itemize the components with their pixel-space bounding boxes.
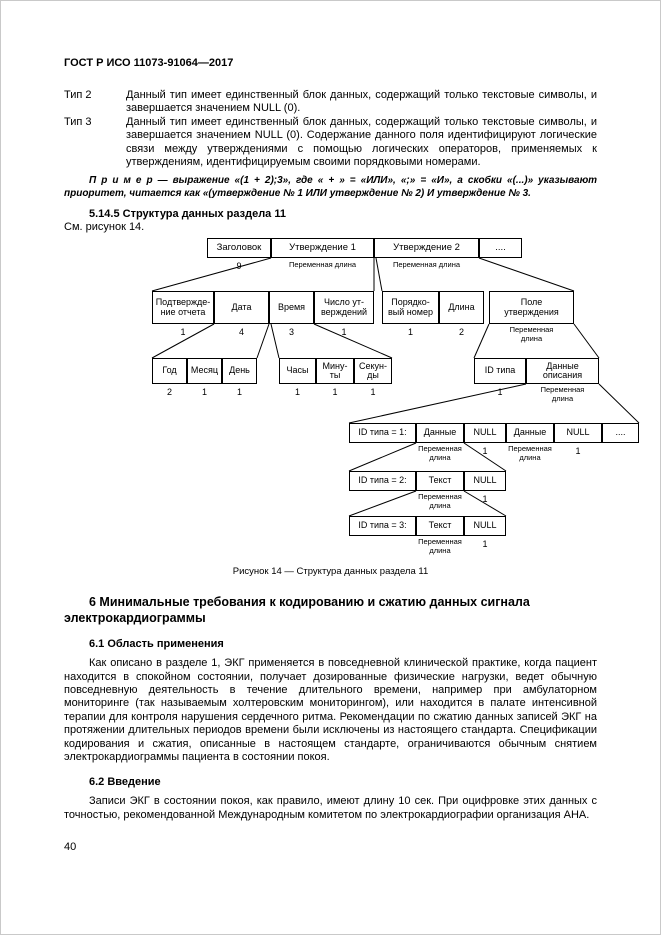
connector-line [375, 258, 383, 292]
connector-line [151, 257, 272, 292]
diagram-size-label: 1 [201, 387, 207, 398]
diagram-size-label: Переменная длина [418, 444, 462, 462]
diagram-size-label: 1 [497, 387, 503, 398]
connector-line [348, 490, 417, 517]
diagram-size-label: Переменная длина [509, 325, 554, 343]
figure-connector-lines [151, 257, 640, 517]
section-6-1-heading: 6.1 Область применения [89, 638, 224, 651]
diagram-size-label: 1 [482, 539, 488, 550]
diagram-box-time: Время [269, 291, 314, 325]
diagram-box-year: Год [152, 358, 187, 385]
diagram-size-label: 1 [294, 387, 300, 398]
diagram-box-ellipsis: .... [602, 423, 639, 444]
diagram-box-data: Данные [416, 423, 464, 444]
connector-line [478, 257, 575, 292]
diagram-size-label: Переменная длина [392, 260, 461, 270]
diagram-size-label: 2 [458, 327, 464, 338]
section-6-2-paragraph: Записи ЭКГ в состоянии покоя, как правил… [64, 795, 597, 821]
type-definition-text: Данный тип имеет единственный блок данны… [126, 115, 597, 169]
diagram-box-null: NULL [464, 423, 506, 444]
connector-line [473, 324, 490, 359]
connector-line [573, 323, 600, 359]
section-6-1-paragraph: Как описано в разделе 1, ЭКГ применяется… [64, 657, 597, 764]
type-definition-row: Тип 3 Данный тип имеет единственный блок… [64, 116, 597, 170]
diagram-box-text: Текст [416, 471, 464, 492]
figure-caption: Рисунок 14 — Структура данных раздела 11 [232, 566, 429, 578]
diagram-size-label: Переменная длина [418, 492, 462, 510]
type-definition-row: Тип 2 Данный тип имеет единственный блок… [64, 89, 597, 116]
diagram-box-data: Данные [506, 423, 554, 444]
diagram-box-statement-2: Утверждение 2 [374, 238, 479, 259]
diagram-size-label: 1 [482, 446, 488, 457]
diagram-box-id-type-1-label: ID типа = 1: [349, 423, 416, 444]
diagram-size-label: Переменная длина [418, 537, 462, 555]
diagram-box-type-id: ID типа [474, 358, 526, 385]
diagram-size-label: 1 [180, 327, 186, 338]
diagram-size-label: 1 [341, 327, 347, 338]
diagram-size-label: 1 [236, 387, 242, 398]
type-term: Тип 3 [64, 115, 92, 128]
diagram-size-label: 1 [482, 494, 488, 505]
connector-line [463, 442, 507, 472]
connector-line [598, 383, 640, 424]
diagram-box-date: Дата [214, 291, 269, 325]
page-number: 40 [64, 841, 77, 853]
diagram-size-label: 1 [575, 446, 581, 457]
diagram-box-ellipsis: .... [479, 238, 522, 259]
diagram-box-length: Длина [439, 291, 484, 325]
document-header: ГОСТ Р ИСО 11073-91064—2017 [64, 57, 234, 69]
diagram-box-description-data: Данные описания [526, 358, 599, 385]
diagram-size-label: 1 [370, 387, 376, 398]
diagram-box-id-type-3-label: ID типа = 3: [349, 516, 416, 537]
diagram-box-hours: Часы [279, 358, 316, 385]
diagram-box-day: День [222, 358, 257, 385]
type-definition-text: Данный тип имеет единственный блок данны… [126, 89, 597, 115]
figure-14-diagram: Заголовок Утверждение 1 Утверждение 2 ..… [64, 236, 660, 558]
diagram-size-label: 2 [166, 387, 172, 398]
diagram-size-label: 3 [288, 327, 294, 338]
diagram-box-header: Заголовок [207, 238, 271, 259]
connector-line [348, 383, 527, 424]
diagram-box-report-confirmation: Подтвержде- ние отчета [152, 291, 214, 325]
diagram-box-seconds: Секун- ды [354, 358, 392, 385]
page-content: ГОСТ Р ИСО 11073-91064—2017 Тип 2 Данный… [1, 1, 660, 822]
section-6-heading: 6 Минимальные требования к кодированию и… [64, 595, 530, 626]
diagram-size-label: Переменная длина [288, 260, 357, 270]
diagram-box-id-type-2-label: ID типа = 2: [349, 471, 416, 492]
diagram-box-month: Месяц [187, 358, 222, 385]
connector-line [463, 490, 507, 517]
example-paragraph: П р и м е р — выражение «(1 + 2);3», где… [64, 175, 597, 199]
diagram-size-label: 4 [238, 327, 244, 338]
diagram-box-null: NULL [464, 516, 506, 537]
see-figure-note: См. рисунок 14. [64, 220, 145, 233]
connector-line [348, 442, 417, 472]
connector-line [313, 323, 393, 359]
diagram-box-null: NULL [464, 471, 506, 492]
diagram-box-statement-count: Число ут- верждений [314, 291, 374, 325]
connector-line [151, 323, 215, 359]
diagram-box-statement-1: Утверждение 1 [271, 238, 374, 259]
diagram-size-label: 9 [236, 261, 242, 272]
connector-line [270, 324, 280, 359]
connector-line [256, 324, 270, 359]
diagram-box-null: NULL [554, 423, 602, 444]
diagram-size-label: 1 [407, 327, 413, 338]
diagram-box-sequence-number: Порядко- вый номер [382, 291, 439, 325]
section-6-2-heading: 6.2 Введение [89, 776, 161, 789]
diagram-box-text: Текст [416, 516, 464, 537]
diagram-size-label: 1 [332, 387, 338, 398]
type-term: Тип 2 [64, 89, 92, 101]
section-5-14-5-heading: 5.14.5 Структура данных раздела 11 [89, 207, 286, 220]
diagram-size-label: Переменная длина [508, 444, 552, 462]
diagram-box-statement-field: Поле утверждения [489, 291, 574, 325]
diagram-size-label: Переменная длина [540, 385, 585, 403]
diagram-box-minutes: Мину- ты [316, 358, 354, 385]
